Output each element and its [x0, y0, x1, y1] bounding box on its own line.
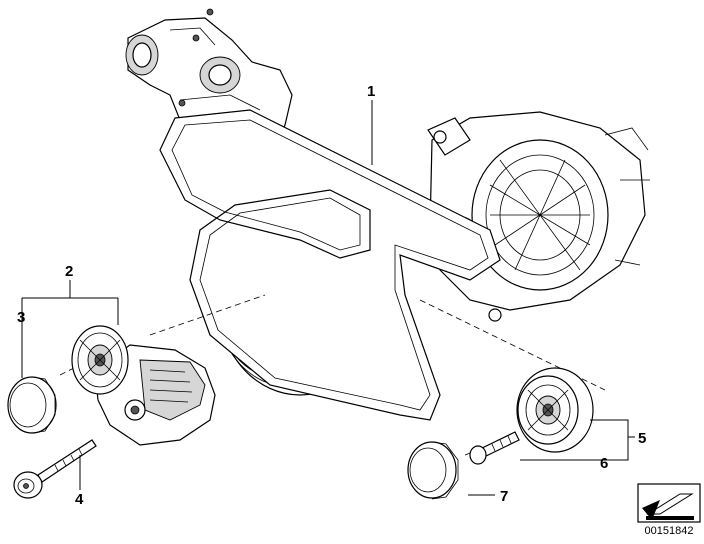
callout-5: 5 [638, 430, 646, 447]
bolt-6-illustration [469, 431, 520, 465]
dust-cap-7-illustration [407, 441, 459, 500]
callout-4: 4 [75, 491, 84, 508]
arrow-view-icon [637, 483, 701, 523]
callout-3: 3 [17, 309, 25, 326]
belt-tensioner-illustration [71, 325, 216, 446]
leader-lines [21, 100, 635, 496]
deflection-pulley-5-illustration [516, 367, 594, 453]
callout-1: 1 [367, 83, 375, 100]
dust-cap-3-illustration [7, 376, 57, 434]
document-number: 00151842 [644, 525, 694, 537]
callout-6: 6 [600, 455, 608, 472]
callout-labels: 1 2 3 4 5 6 7 [17, 83, 646, 508]
callout-2: 2 [65, 263, 73, 280]
hex-bolt-4-illustration [13, 439, 97, 499]
callout-7: 7 [500, 488, 508, 505]
drive-belt-illustration [159, 109, 501, 421]
